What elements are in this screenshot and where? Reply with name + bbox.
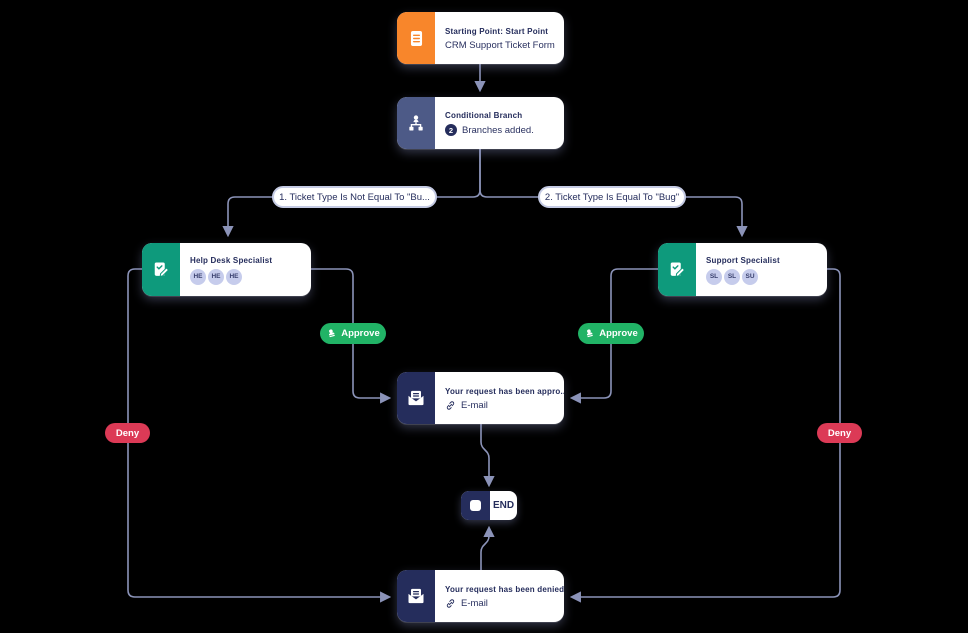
approved-email-title: Your request has been appro... — [445, 386, 564, 396]
email-type-label: E-mail — [461, 399, 488, 411]
help-desk-approvers: HE HE HE — [190, 268, 301, 285]
branch-condition-right[interactable]: 2. Ticket Type Is Equal To "Bug" — [538, 186, 686, 208]
email-icon — [397, 372, 435, 424]
approved-email-node[interactable]: Your request has been appro... E-mail — [397, 372, 564, 424]
end-label: END — [492, 500, 515, 511]
start-node-title: Starting Point: Start Point — [445, 26, 549, 36]
deny-outcome-badge-right[interactable]: Deny — [817, 423, 862, 443]
deny-label: Deny — [827, 427, 852, 439]
start-node-form-name: CRM Support Ticket Form — [445, 39, 555, 51]
stop-icon — [461, 491, 490, 520]
approver-icon — [142, 243, 180, 296]
approve-label: Approve — [341, 328, 380, 339]
approver-avatar: HE — [208, 268, 224, 285]
support-specialist-node[interactable]: Support Specialist SL SL SU — [658, 243, 827, 296]
approver-avatar: SU — [742, 268, 758, 285]
form-icon — [397, 12, 435, 64]
link-icon — [446, 598, 455, 608]
denied-email-type: E-mail — [445, 598, 564, 609]
approver-avatar: HE — [190, 268, 206, 285]
conditional-node-title: Conditional Branch — [445, 111, 523, 120]
conditional-branch-node[interactable]: Conditional Branch 2 Branches added. — [397, 97, 564, 149]
approve-outcome-badge-left[interactable]: Approve — [320, 323, 386, 344]
link-icon — [446, 400, 455, 410]
approved-email-type: E-mail — [445, 400, 564, 411]
branches-added-text: Branches added. — [462, 124, 534, 136]
deny-outcome-badge-left[interactable]: Deny — [105, 423, 150, 443]
email-type-label: E-mail — [461, 597, 488, 609]
branch-condition-left[interactable]: 1. Ticket Type Is Not Equal To "Bu... — [272, 186, 437, 208]
branch-count-badge: 2 — [445, 124, 457, 136]
branch-icon — [397, 97, 435, 149]
help-desk-title: Help Desk Specialist — [190, 255, 273, 265]
support-specialist-title: Support Specialist — [706, 255, 780, 265]
support-approvers: SL SL SU — [706, 268, 817, 285]
approver-avatar: HE — [226, 268, 242, 285]
stamp-icon — [329, 329, 336, 338]
approver-avatar: SL — [724, 268, 740, 285]
deny-label: Deny — [115, 427, 140, 439]
help-desk-specialist-node[interactable]: Help Desk Specialist HE HE HE — [142, 243, 311, 296]
denied-email-title: Your request has been denied. — [445, 584, 564, 594]
approve-label: Approve — [599, 328, 638, 339]
start-point-node[interactable]: Starting Point: Start Point CRM Support … — [397, 12, 564, 64]
conditional-node-subtitle: 2 Branches added. — [445, 124, 554, 136]
denied-email-node[interactable]: Your request has been denied. E-mail — [397, 570, 564, 622]
end-node[interactable]: END — [461, 491, 517, 520]
approver-avatar: SL — [706, 268, 722, 285]
email-icon — [397, 570, 435, 622]
stamp-icon — [587, 329, 594, 338]
approve-outcome-badge-right[interactable]: Approve — [578, 323, 644, 344]
approver-icon — [658, 243, 696, 296]
